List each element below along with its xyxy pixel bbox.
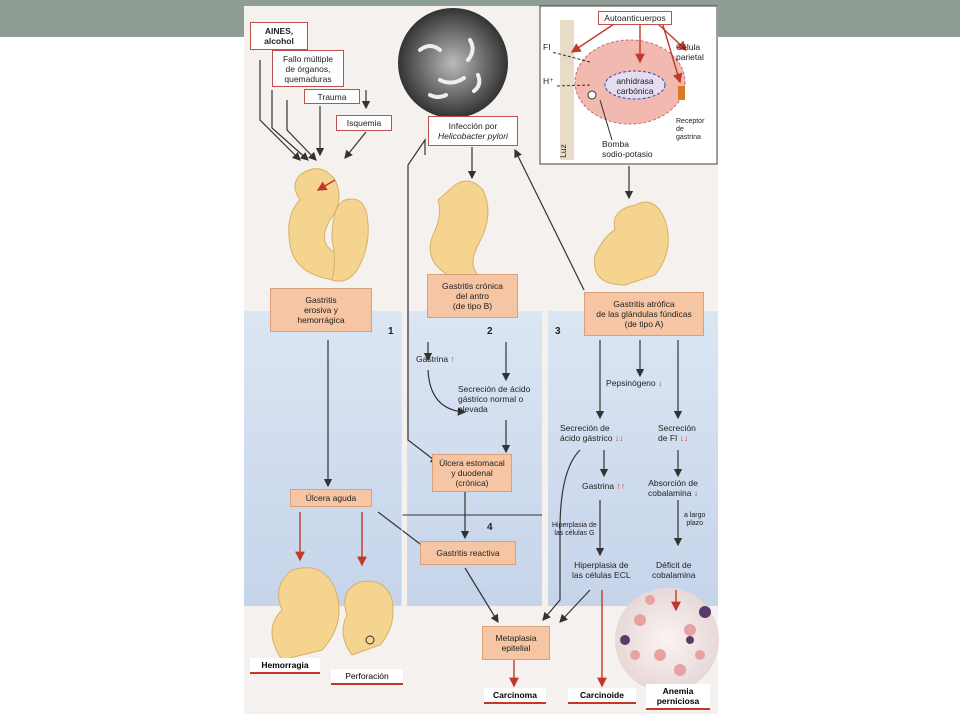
down-arrow-icon: ↓: [658, 378, 663, 388]
pepsinogen-label: Pepsinógeno ↓: [606, 378, 662, 388]
stomach-hemorrhage: [271, 567, 340, 661]
column-number-3: 3: [555, 326, 561, 337]
acid-secretion-text: Secreción de ácido gástrico: [560, 423, 613, 443]
chronic-ulcer-box: Úlcera estomacal y duodenal (crónica): [432, 454, 512, 492]
column-3-background: [548, 311, 718, 606]
infection-hpylori-box: Infección por Helicobacter pylori: [428, 116, 518, 146]
carbonic-anhydrase-label: anhidrasa carbónica: [616, 76, 654, 96]
lumen-label: Luz: [557, 144, 568, 158]
cause-aines-box: AINES, alcohol: [250, 22, 308, 50]
column-number-4: 4: [487, 522, 493, 533]
perforation-endpoint: Perforación: [331, 669, 403, 685]
long-term-label: a largo plazo: [684, 512, 706, 527]
double-down-arrow-icon-2: ↓↓: [679, 433, 689, 443]
hemorrhage-endpoint: Hemorragia: [250, 658, 320, 674]
cause-trauma-box: Trauma: [304, 89, 360, 104]
gastrin-receptor-label: Receptor de gastrina: [676, 118, 705, 141]
autoantibodies-label: Autoanticuerpos: [598, 11, 672, 25]
column-number-2: 2: [487, 326, 493, 337]
down-arrow-icon-2: ↓: [693, 488, 699, 498]
chronic-gastritis-box: Gastritis crónica del antro (de tipo B): [427, 274, 518, 318]
cobalamin-deficit-label: Déficit de cobalamina: [652, 560, 696, 580]
gastrin-a-text: Gastrina: [582, 481, 615, 491]
double-up-arrow-icon: ↑↑: [616, 481, 626, 491]
normal-acid-label: Secreción de ácido gástrico normal o ele…: [458, 384, 531, 414]
parietal-cell-label: Célula parietal: [676, 42, 704, 62]
erosive-gastritis-box: Gastritis erosiva y hemorrágica: [270, 288, 372, 332]
proton-label: H⁺: [543, 76, 554, 86]
carcinoma-endpoint: Carcinoma: [484, 688, 546, 704]
ecl-cell-hyperplasia-label: Hiperplasia de las células ECL: [572, 560, 631, 580]
gastrin-a-label: Gastrina ↑↑: [582, 481, 625, 491]
acid-secretion-label: Secreción de ácido gástrico ↓↓: [560, 423, 623, 443]
cause-ischemia-box: Isquemia: [336, 115, 392, 131]
atrophic-gastritis-box: Gastritis atrófica de las glándulas fúnd…: [584, 292, 704, 336]
gastrin-b-label: Gastrina ↑: [416, 354, 455, 364]
g-cell-hyperplasia-label: Hiperplasia de las células G: [552, 522, 597, 537]
cause-organ-failure-box: Fallo múltiple de órganos, quemaduras: [272, 50, 344, 87]
stomach-chronic: [429, 180, 489, 276]
gastrin-b-text: Gastrina: [416, 354, 449, 364]
intrinsic-factor-label: FI: [543, 42, 551, 52]
column-number-1: 1: [388, 326, 394, 337]
stomach-atrophic: [593, 201, 669, 286]
infection-line2: Helicobacter pylori: [438, 131, 508, 141]
metaplasia-box: Metaplasia epitelial: [482, 626, 550, 660]
double-down-arrow-icon: ↓↓: [614, 433, 624, 443]
absorption-text: Absorción de cobalamina: [648, 478, 698, 498]
fi-secretion-label: Secreción de FI ↓↓: [658, 423, 696, 443]
fi-secretion-text: Secreción de FI: [658, 423, 696, 443]
sodium-potassium-pump-label: Bomba sodio-potasio: [602, 139, 653, 159]
stomach-perforation: [342, 580, 394, 656]
absorption-label: Absorción de cobalamina ↓: [648, 478, 698, 498]
blood-smear-micrograph: [615, 588, 719, 692]
pernicious-anemia-endpoint: Anemia perniciosa: [646, 684, 710, 710]
infection-line1: Infección por: [448, 121, 498, 131]
carcinoid-endpoint: Carcinoide: [568, 688, 636, 704]
column-1-background: [244, 311, 402, 606]
acute-ulcer-box: Úlcera aguda: [290, 489, 372, 507]
stomach-erosive: [288, 168, 341, 281]
reactive-gastritis-box: Gastritis reactiva: [420, 541, 516, 565]
up-arrow-icon: ↑: [450, 354, 455, 364]
pepsinogen-text: Pepsinógeno: [606, 378, 656, 388]
helicobacter-micrograph: [398, 8, 508, 118]
